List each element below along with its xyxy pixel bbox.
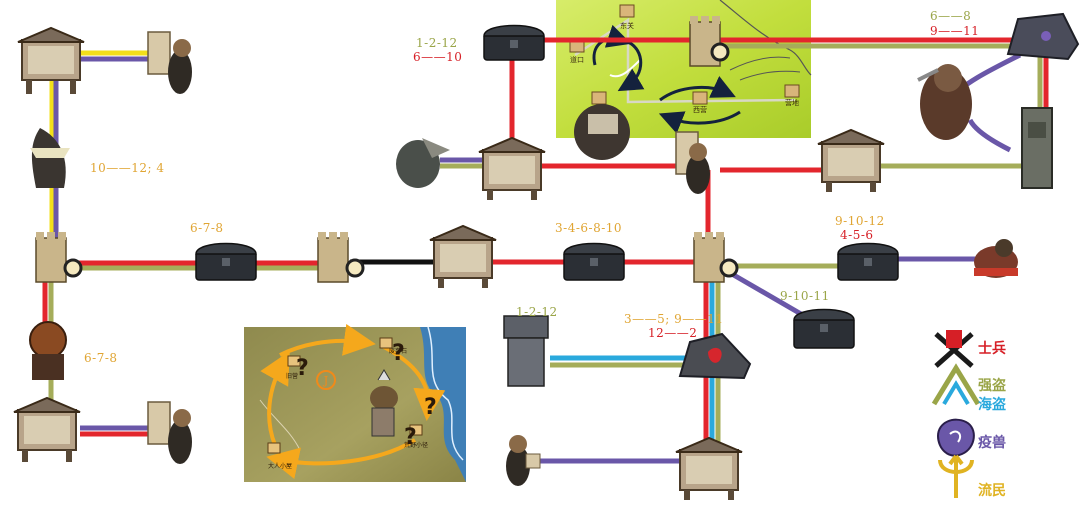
route-label: 10——12; 4: [90, 161, 165, 175]
masked-bandit-icon[interactable]: [574, 104, 630, 160]
plague-monk-icon[interactable]: [30, 128, 70, 188]
legend-soldier-label: 士兵: [978, 341, 1006, 357]
svg-text:?: ?: [424, 395, 437, 420]
route-label: 9——11: [930, 24, 980, 38]
legend-pirate-label: 海盗: [978, 397, 1006, 413]
trident-icon: [938, 454, 974, 498]
tower-top[interactable]: [689, 16, 730, 67]
route-label: 6-7-8: [84, 351, 118, 365]
plague-beast-icon: [936, 418, 975, 457]
svg-text:道口: 道口: [570, 55, 584, 64]
rock-altar-top-right[interactable]: [1006, 12, 1080, 61]
notice-board-bottom[interactable]: [675, 436, 743, 500]
route-label: 6——8: [930, 9, 972, 23]
crossed-swords-tower-icon: [934, 330, 974, 368]
minimap-bottom-place-2: 废弃石: [379, 337, 407, 355]
scroll-character-icon-bottom-left[interactable]: [147, 401, 192, 464]
legend-plague-label: 疫兽: [978, 435, 1006, 451]
minimap-bottom: J 旧营 废弃石 荒野小径 大人小屋 ? ? ? ?: [244, 324, 466, 482]
stone-totem-right[interactable]: [1021, 107, 1053, 189]
minimap-top-place-5: 营地: [784, 84, 800, 107]
svg-text:营地: 营地: [785, 98, 799, 107]
cursed-rock[interactable]: [678, 332, 752, 380]
mechanic-creature-icon[interactable]: [29, 321, 67, 380]
svg-text:?: ?: [404, 425, 417, 450]
minimap-top-place-2: 道口: [569, 39, 585, 64]
svg-text:西营: 西营: [693, 105, 707, 114]
notice-board-right[interactable]: [817, 128, 885, 192]
notice-board-top-left[interactable]: [17, 26, 85, 94]
minimap-bottom-place-4: 大人小屋: [267, 442, 292, 470]
treasure-chest-center[interactable]: [563, 242, 625, 281]
svg-text:东关: 东关: [620, 21, 634, 30]
boar-warrior-icon[interactable]: [396, 138, 450, 188]
route-label: 6——10: [413, 50, 463, 64]
scout-character-icon: [370, 369, 398, 437]
route-label: 9-10-11: [780, 289, 830, 303]
tower-mid-left[interactable]: [317, 232, 365, 283]
scroll-character-icon-top-left[interactable]: [147, 31, 192, 94]
route-label: 4-5-6: [840, 228, 874, 242]
route-label: 1-2-12: [516, 305, 558, 319]
legend-refugee-label: 流民: [978, 483, 1006, 499]
treasure-chest-right[interactable]: [837, 242, 899, 281]
svg-text:?: ?: [392, 341, 405, 366]
svg-text:废弃石: 废弃石: [389, 347, 407, 355]
tower-left[interactable]: [35, 232, 83, 283]
scroll-character-icon-bottom[interactable]: [506, 435, 541, 486]
scroll-character-icon-center[interactable]: [675, 131, 710, 194]
svg-text:荒野小径: 荒野小径: [404, 441, 428, 449]
svg-text:?: ?: [296, 356, 309, 381]
minimap-top-place-1: 东关: [619, 4, 635, 30]
svg-text:旧营: 旧营: [286, 372, 298, 380]
route-label: 6-7-8: [190, 221, 224, 235]
tower-center[interactable]: [693, 232, 739, 283]
minimap-bottom-place-1: 旧营: [286, 355, 301, 380]
minimap-top-place-4: 西营: [692, 91, 708, 114]
route-label: 3-4-6-8-10: [555, 221, 623, 235]
stone-totem-lower[interactable]: [503, 315, 549, 387]
rat-brawler-icon[interactable]: [917, 64, 972, 140]
minimap-bottom-place-3: 荒野小径: [404, 424, 428, 449]
bandit-blades-icon: [931, 363, 981, 406]
route-label: 1-2-12: [416, 36, 458, 50]
legend-bandit-label: 强盗: [978, 378, 1006, 394]
route-label: 3——5; 9——11: [624, 312, 724, 326]
svg-text:大人小屋: 大人小屋: [268, 462, 292, 470]
treasure-chest-left[interactable]: [195, 242, 257, 281]
route-label: 9-10-12: [835, 214, 885, 228]
treasure-chest-top[interactable]: [483, 24, 545, 61]
notice-board-center[interactable]: [429, 224, 497, 288]
notice-board-left-bottom[interactable]: [13, 396, 81, 462]
route-label: 12——2: [648, 326, 698, 340]
notice-board-upper-center[interactable]: [478, 136, 546, 200]
hooded-refugee-icon[interactable]: [974, 239, 1018, 278]
svg-text:J: J: [323, 374, 328, 387]
treasure-chest-lower-right[interactable]: [793, 308, 855, 349]
